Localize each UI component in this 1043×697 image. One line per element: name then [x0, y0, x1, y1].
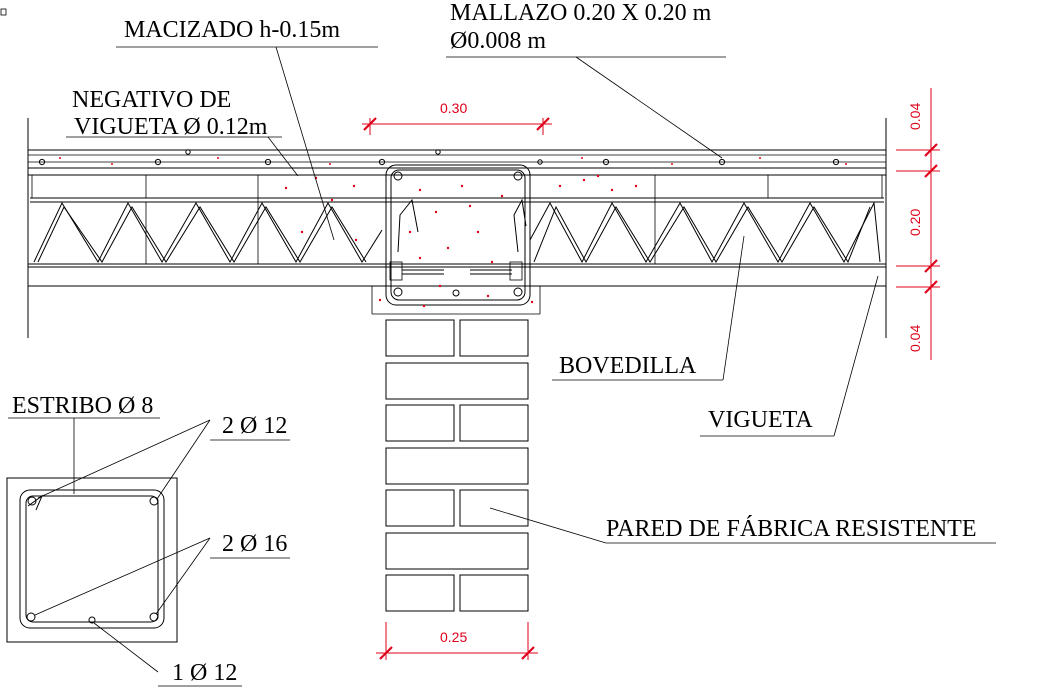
bars-top-label: 2 Ø 12: [222, 413, 287, 439]
label-macizado: MACIZADO h-0.15m: [116, 17, 378, 241]
beam-width-text: 0.30: [440, 100, 467, 116]
negativo-label-line1: NEGATIVO DE: [72, 87, 231, 113]
top-layer-text: 0.04: [907, 103, 923, 130]
dimension-beam-width: 0.30: [362, 100, 552, 135]
estribo-label: ESTRIBO Ø 8: [12, 393, 153, 419]
pared-label: PARED DE FÁBRICA RESISTENTE: [606, 516, 977, 542]
label-bars-top: 2 Ø 12: [37, 413, 290, 500]
brick-wall: [385, 319, 529, 612]
bars-bottom-label: 2 Ø 16: [222, 531, 287, 557]
mallazo-label-line2: Ø0.008 m: [450, 28, 546, 54]
wall-width-text: 0.25: [440, 629, 467, 645]
label-pared: PARED DE FÁBRICA RESISTENTE: [489, 507, 996, 544]
label-bars-bottom: 2 Ø 16: [34, 531, 290, 616]
label-mallazo: MALLAZO 0.20 X 0.20 m Ø0.008 m: [446, 0, 726, 159]
label-bovedilla: BOVEDILLA: [552, 235, 745, 381]
label-vigueta: VIGUETA: [700, 275, 879, 437]
label-estribo: ESTRIBO Ø 8: [8, 393, 160, 494]
beam-section: [385, 164, 531, 306]
label-negativo: NEGATIVO DE VIGUETA Ø 0.12m: [66, 87, 299, 177]
macizado-label: MACIZADO h-0.15m: [124, 17, 340, 43]
column-cross-section: [6, 477, 178, 643]
slab-section: [27, 118, 887, 338]
vigueta-label: VIGUETA: [708, 407, 813, 433]
corner-mark: [0, 8, 7, 16]
bar-single-label: 1 Ø 12: [172, 660, 237, 686]
negativo-label-line2: VIGUETA Ø 0.12m: [74, 114, 268, 140]
bottom-layer-text: 0.04: [907, 325, 923, 352]
dimension-vertical-chain: 0.04 0.20 0.04: [896, 88, 940, 360]
slab-depth-text: 0.20: [907, 209, 923, 236]
concrete-speckles: [59, 157, 847, 308]
dimension-wall-width: 0.25: [376, 622, 538, 660]
label-bar-single: 1 Ø 12: [93, 622, 242, 687]
bovedilla-label: BOVEDILLA: [559, 353, 697, 379]
mallazo-label-line1: MALLAZO 0.20 X 0.20 m: [450, 0, 712, 26]
